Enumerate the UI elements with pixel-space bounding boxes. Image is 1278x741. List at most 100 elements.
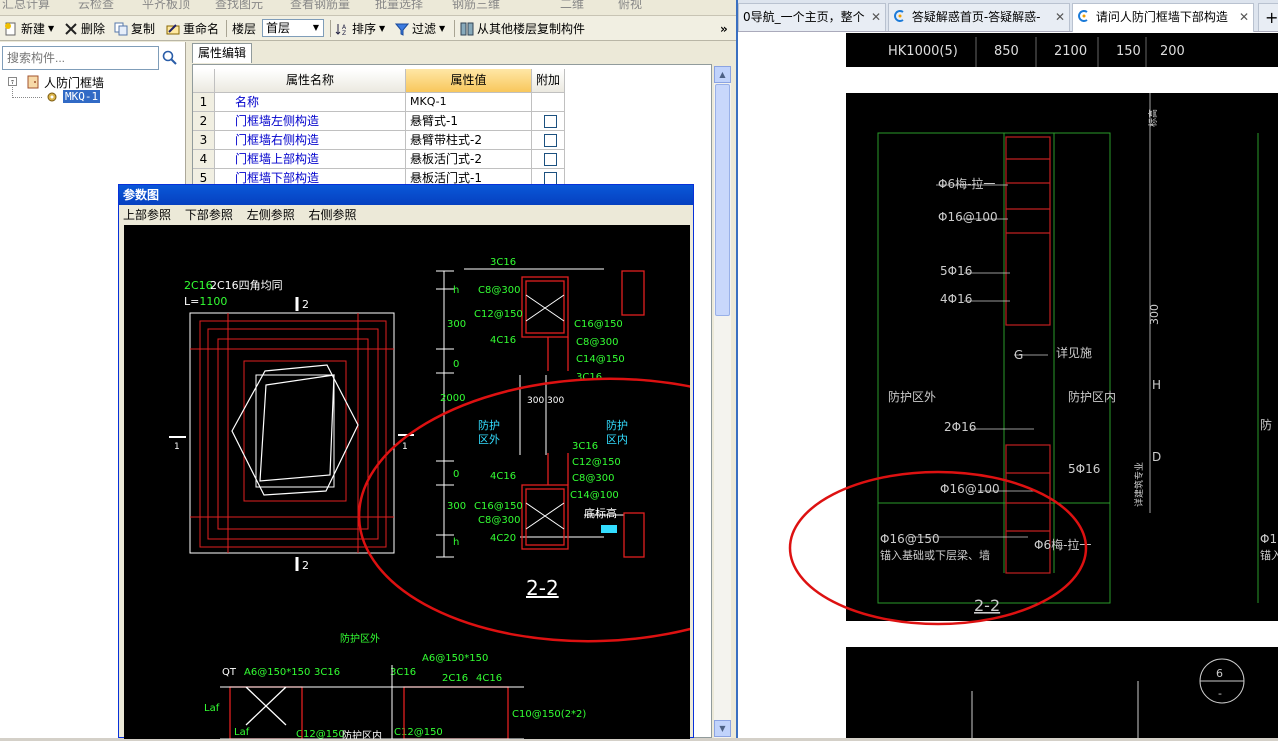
cut-mark-left: 1 — [174, 442, 180, 452]
menu-right-ref[interactable]: 右侧参照 — [308, 208, 357, 222]
sort-label: 排序 — [352, 22, 377, 36]
label-4c20: 4C20 — [490, 533, 516, 544]
lower-laf-2: Laf — [234, 727, 250, 738]
web-page-content: HK1000(5) 850 2100 150 200 — [738, 33, 1278, 738]
close-icon[interactable]: ✕ — [1054, 10, 1065, 24]
floor-select[interactable]: 首层 ▼ — [262, 19, 324, 37]
cut-mark-top: 2 — [302, 298, 309, 311]
scroll-up-icon[interactable]: ▲ — [714, 66, 731, 83]
copy-from-floor-button[interactable]: 从其他楼层复制构件 — [460, 19, 585, 38]
search-input[interactable] — [2, 46, 159, 70]
table-row[interactable]: 3 门框墙右侧构造 悬臂带柱式-2 — [193, 131, 565, 150]
scroll-thumb[interactable] — [715, 84, 730, 316]
header-extra: 附加 — [532, 69, 565, 93]
annotation-circle — [357, 377, 690, 643]
label-c8-300-bl: C8@300 — [478, 515, 520, 526]
menu-cloud-check[interactable]: 云检查 — [78, 0, 115, 11]
dialog-title[interactable]: 参数图 — [119, 185, 693, 205]
dim-h: h — [453, 285, 459, 296]
svg-text:5Φ16: 5Φ16 — [1068, 462, 1100, 476]
zone-out-label: 防护 — [478, 418, 500, 432]
menu-find[interactable]: 查找图元 — [215, 0, 264, 11]
header-name: 属性名称 — [215, 69, 406, 93]
base-height-label: 底标高 — [584, 506, 617, 520]
dialog-menu: 上部参照 下部参照 左侧参照 右侧参照 — [123, 206, 367, 224]
menu-rebar-3d[interactable]: 钢筋三维 — [452, 0, 501, 11]
svg-text:6: 6 — [1216, 667, 1223, 680]
tree-child-label: MKQ-1 — [63, 90, 101, 103]
tab-current-question[interactable]: 请问人防门框墙下部构造 ✕ — [1072, 3, 1254, 32]
dim-2000: 2000 — [440, 393, 465, 404]
property-scrollbar[interactable]: ▲ ▼ — [714, 66, 731, 738]
table-row[interactable]: 4 门框墙上部构造 悬板活门式-2 — [193, 150, 565, 169]
svg-text:H: H — [1152, 378, 1161, 392]
label-c16-150-b: C16@150 — [474, 501, 523, 512]
cut-mark-bottom: 2 — [302, 559, 309, 572]
floor-copy-icon — [460, 22, 474, 36]
menu-bottom-ref[interactable]: 下部参照 — [184, 208, 233, 222]
svg-text:2C16: 2C16 — [184, 279, 213, 292]
svg-text:2100: 2100 — [1054, 44, 1087, 59]
svg-text:150: 150 — [1116, 44, 1141, 59]
delete-button[interactable]: 删除 — [64, 19, 105, 38]
lower-3c16: 3C16 — [314, 667, 340, 678]
table-row[interactable]: 1 名称 MKQ-1 — [193, 93, 565, 112]
lower-a6: A6@150*150 — [244, 667, 310, 678]
filter-button[interactable]: 过滤▼ — [394, 19, 445, 38]
lower-2c16: 2C16 — [442, 673, 468, 684]
menu-2d[interactable]: 二维 — [560, 0, 585, 11]
table-row[interactable]: 2 门框墙左侧构造 悬臂式-1 — [193, 112, 565, 131]
label-3c16-r: 3C16 — [576, 372, 602, 383]
extra-checkbox[interactable] — [544, 134, 557, 147]
toolbar-overflow-button[interactable]: » — [720, 21, 728, 36]
menu-flush-top[interactable]: 平齐板顶 — [142, 0, 191, 11]
close-icon[interactable]: ✕ — [1238, 10, 1249, 24]
lower-c12: C12@150 — [296, 729, 345, 739]
scroll-down-icon[interactable]: ▼ — [714, 720, 731, 737]
tab-navigation[interactable]: 0导航_一个主页，整个 ✕ — [738, 3, 886, 31]
embedded-cad-image: HK1000(5) 850 2100 150 200 — [788, 33, 1278, 738]
label-c8-300-r: C8@300 — [576, 337, 618, 348]
tab-qa-home[interactable]: 答疑解惑首页-答疑解惑- ✕ — [888, 3, 1070, 31]
lower-a6-b: A6@150*150 — [422, 653, 488, 664]
svg-text:200: 200 — [1160, 44, 1185, 59]
close-icon[interactable]: ✕ — [870, 10, 881, 24]
rename-button[interactable]: 重命名 — [166, 19, 219, 38]
svg-text:防护区外: 防护区外 — [888, 389, 936, 404]
label-c12-150: C12@150 — [474, 309, 523, 320]
svg-text:Φ6梅-拉一: Φ6梅-拉一 — [1034, 537, 1091, 552]
lower-qt: QT — [222, 667, 237, 678]
menu-top-view[interactable]: 俯视 — [618, 0, 643, 11]
table-row[interactable]: 5 门框墙下部构造 悬板活门式-1 — [193, 169, 565, 188]
copy-button[interactable]: 复制 — [114, 19, 155, 38]
delete-label: 删除 — [81, 22, 106, 36]
tab-property-edit[interactable]: 属性编辑 — [192, 43, 252, 63]
menu-batch-select[interactable]: 批量选择 — [375, 0, 424, 11]
lower-zone: 防护区内 — [342, 729, 382, 739]
search-icon[interactable] — [162, 50, 178, 66]
plan-L-label: L=1100 — [184, 295, 227, 308]
lower-c12-b: C12@150 — [394, 727, 443, 738]
new-tab-button[interactable]: + — [1258, 3, 1278, 31]
svg-text:Φ6梅-拉一: Φ6梅-拉一 — [938, 176, 995, 191]
new-button[interactable]: 新建▼ — [4, 19, 54, 38]
section-title: 2-2 — [526, 576, 559, 600]
extra-checkbox[interactable] — [544, 115, 557, 128]
menu-summary[interactable]: 汇总计算 — [2, 0, 51, 11]
svg-text:G: G — [1014, 348, 1023, 362]
label-c16-150: C16@150 — [574, 319, 623, 330]
menu-rebar-qty[interactable]: 查看钢筋量 — [290, 0, 351, 11]
new-label: 新建 — [21, 22, 46, 36]
browser-window: 0导航_一个主页，整个 ✕ 答疑解惑首页-答疑解惑- ✕ 请问人防门框墙下部构造… — [736, 0, 1278, 738]
menu-top-ref[interactable]: 上部参照 — [123, 208, 172, 222]
menu-left-ref[interactable]: 左侧参照 — [246, 208, 295, 222]
svg-text:防护区内: 防护区内 — [1068, 389, 1116, 404]
extra-checkbox[interactable] — [544, 153, 557, 166]
label-3c16-top: 3C16 — [490, 257, 516, 268]
svg-text:D: D — [1152, 450, 1161, 464]
svg-text:Φ16@150: Φ16@150 — [880, 532, 940, 546]
svg-text:300: 300 — [1148, 304, 1161, 325]
annotation-circle — [788, 470, 1088, 626]
lower-title: 防护区外 — [340, 632, 380, 645]
